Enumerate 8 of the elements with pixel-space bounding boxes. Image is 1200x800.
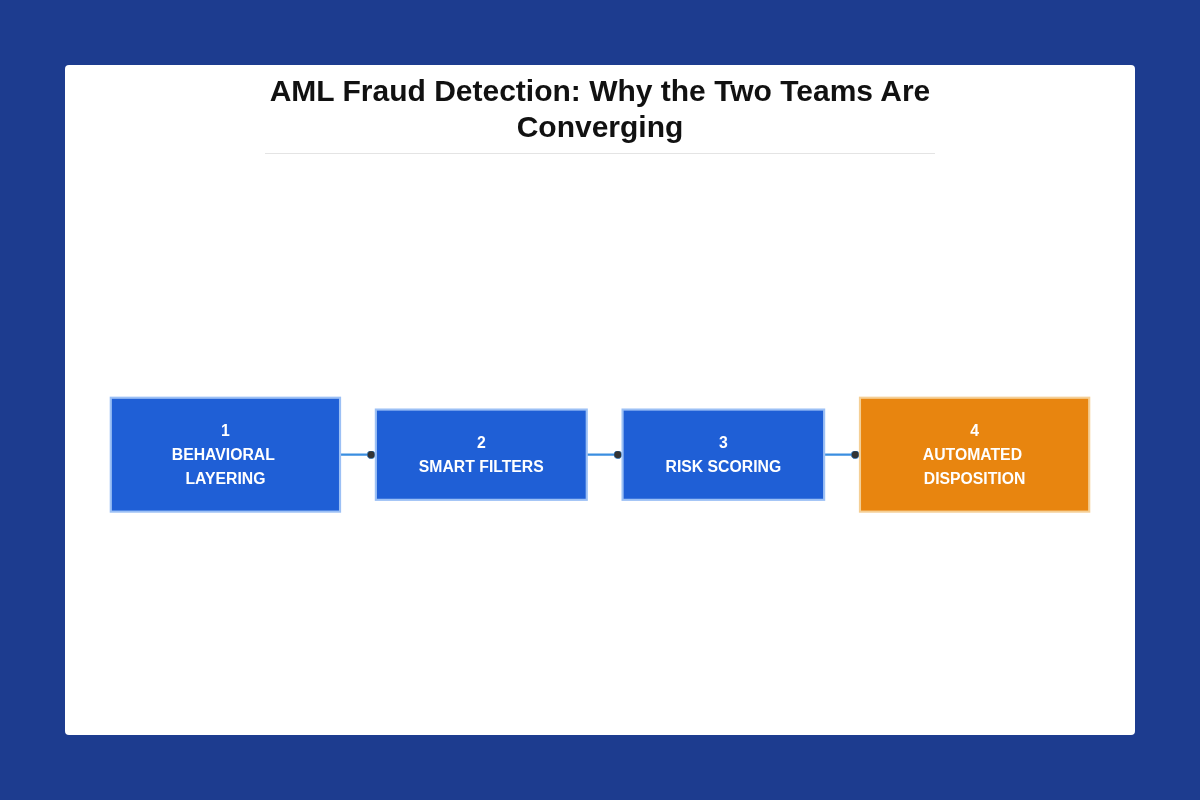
- connector: [586, 450, 623, 460]
- node-box: 4 AUTOMATED DISPOSITION: [858, 396, 1091, 514]
- node-box: 2 SMART FILTERS: [374, 408, 588, 502]
- node-box: 3 RISK SCORING: [621, 408, 826, 502]
- connector: [340, 450, 376, 460]
- node-box: 1 BEHAVIORAL LAYERING: [109, 396, 342, 514]
- title: AML Fraud Detection: Why the Two Teams Are Converging: [265, 73, 935, 154]
- connector: [824, 450, 860, 460]
